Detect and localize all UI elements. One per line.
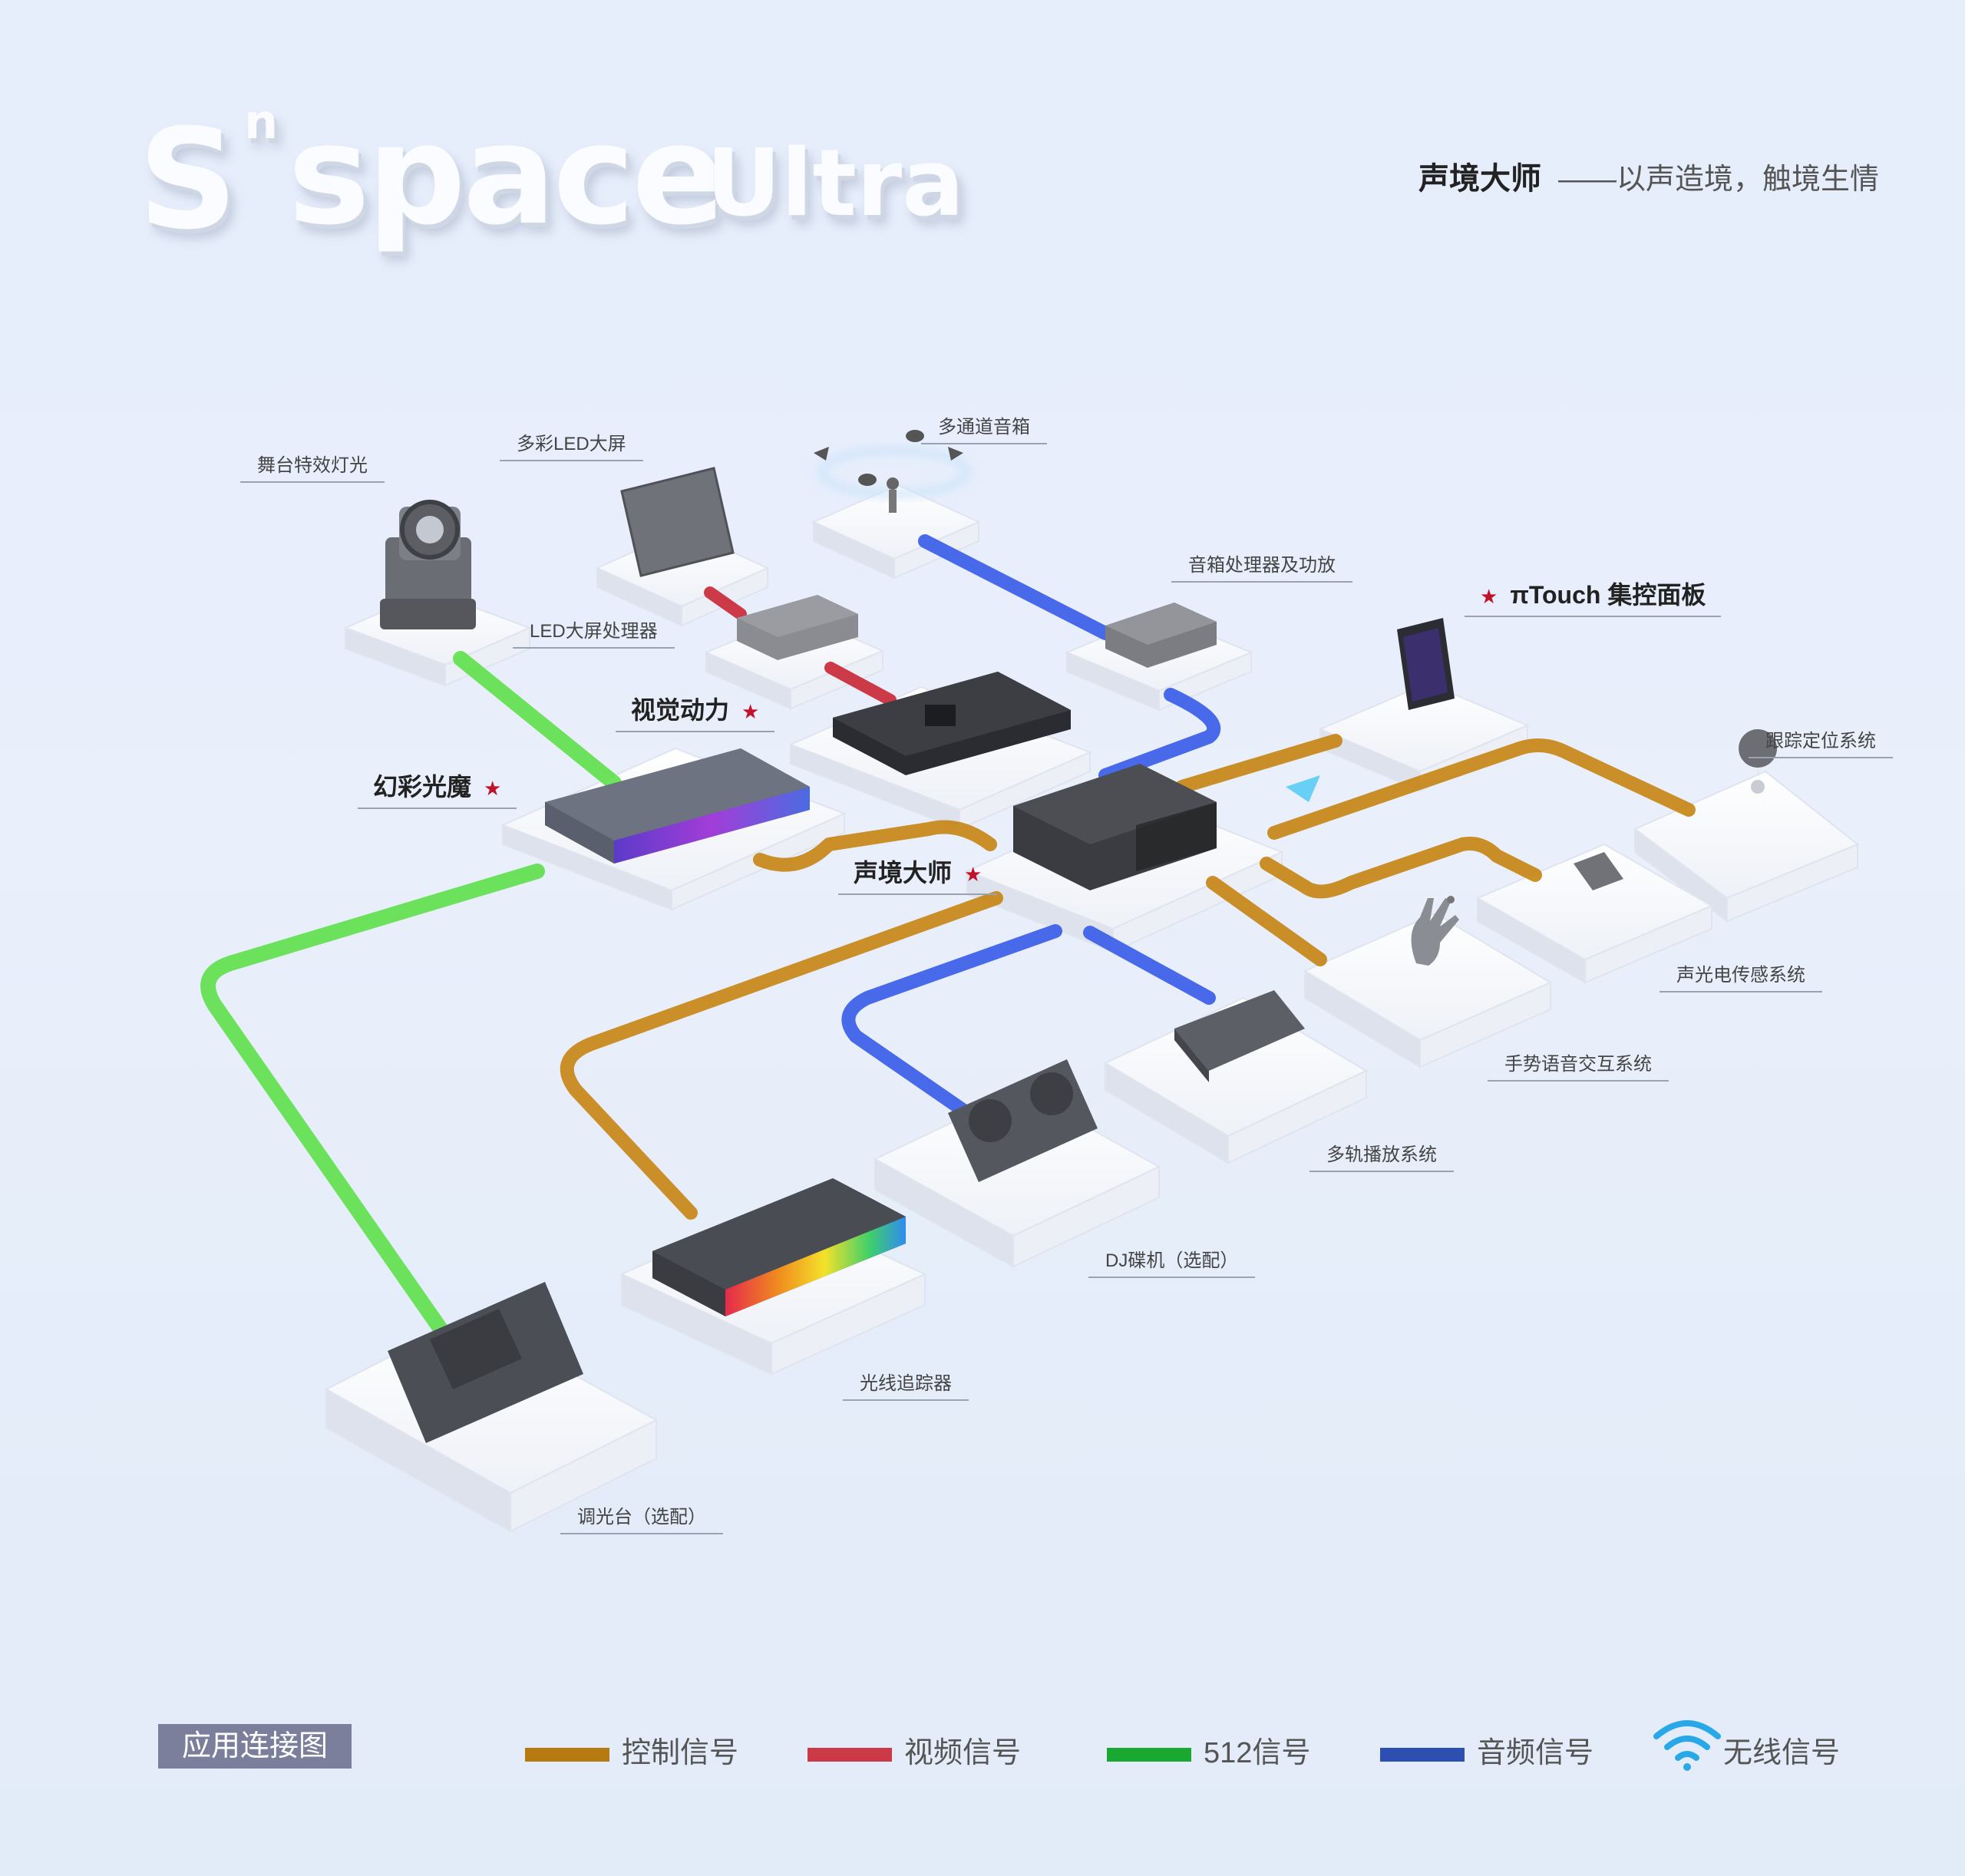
label-tracking: 跟踪定位系统 (1749, 725, 1893, 758)
label-multitrack: 多轨播放系统 (1309, 1139, 1454, 1172)
label-speaker-processor: 音箱处理器及功放 (1171, 550, 1352, 583)
dimmer-console-device (388, 1282, 583, 1443)
sound-master-device (1013, 764, 1217, 890)
legend-item-audio: 音频信号 (1380, 1729, 1593, 1771)
location-pin-icon (1739, 729, 1778, 817)
cable-control (560, 734, 1696, 1220)
legend-swatch (807, 1747, 892, 1762)
star-icon: ★ (741, 700, 760, 723)
label-gesture: 手势语音交互系统 (1488, 1049, 1669, 1082)
legend-item-512: 512信号 (1107, 1729, 1310, 1771)
multi-channel-speaker-device (814, 430, 971, 513)
wifi-icon (1653, 1720, 1721, 1771)
led-processor-device (737, 595, 858, 660)
tagline: 声境大师 ——以声造境，触境生情 (1418, 154, 1879, 198)
star-icon: ★ (964, 863, 982, 886)
cable-512 (200, 651, 622, 1343)
label-led-screen: 多彩LED大屏 (500, 428, 643, 461)
logo-ultra: Ultra (706, 130, 965, 237)
dj-player-device (948, 1059, 1098, 1182)
legend-item-control: 控制信号 (525, 1729, 738, 1771)
logo-space: space (288, 95, 725, 256)
label-ptouch: ★πTouch 集控面板 (1465, 576, 1722, 617)
legend-swatch (525, 1747, 609, 1762)
tagline-slogan: ——以声造境，触境生情 (1558, 163, 1880, 196)
wireless-signal-icon (1286, 775, 1320, 802)
visual-power-device (833, 672, 1071, 775)
multitrack-player-device (1174, 990, 1305, 1082)
label-sensor: 声光电传感系统 (1660, 959, 1822, 992)
led-screen-device (620, 467, 735, 577)
moving-head-light-device (380, 500, 476, 629)
label-multi-speaker: 多通道音箱 (921, 411, 1047, 444)
label-sound-master: 声境大师★ (838, 854, 998, 895)
legend-swatch (1107, 1747, 1191, 1762)
cable-audio (841, 534, 1221, 1120)
label-dj: DJ碟机（选配） (1088, 1245, 1256, 1278)
label-dimmer: 调光台（选配） (560, 1501, 723, 1534)
light-tracker-device (652, 1178, 906, 1316)
legend-swatch (1380, 1747, 1465, 1762)
logo-s: S (138, 100, 238, 260)
legend-item-video: 视频信号 (807, 1729, 1021, 1771)
speaker-processor-device (1105, 603, 1217, 668)
star-icon: ★ (1480, 585, 1498, 608)
phantom-light-device (545, 748, 810, 864)
label-stage-light: 舞台特效灯光 (240, 450, 385, 483)
label-led-processor: LED大屏处理器 (513, 616, 675, 649)
ptouch-panel-device (1397, 618, 1455, 710)
logo-superscript: n (244, 94, 279, 150)
tagline-title: 声境大师 (1418, 162, 1541, 196)
legend-title: 应用连接图 (158, 1724, 352, 1769)
gesture-hand-icon (1411, 896, 1459, 966)
label-visual-power: 视觉动力★ (616, 691, 775, 732)
cables (200, 534, 1696, 1343)
label-phantom: 幻彩光魔★ (358, 768, 517, 809)
sensor-device (1574, 852, 1623, 890)
legend-item-wireless: 无线信号 (1723, 1737, 1841, 1769)
cable-video (704, 586, 897, 706)
label-light-tracker: 光线追踪器 (843, 1368, 969, 1401)
star-icon: ★ (484, 777, 502, 800)
